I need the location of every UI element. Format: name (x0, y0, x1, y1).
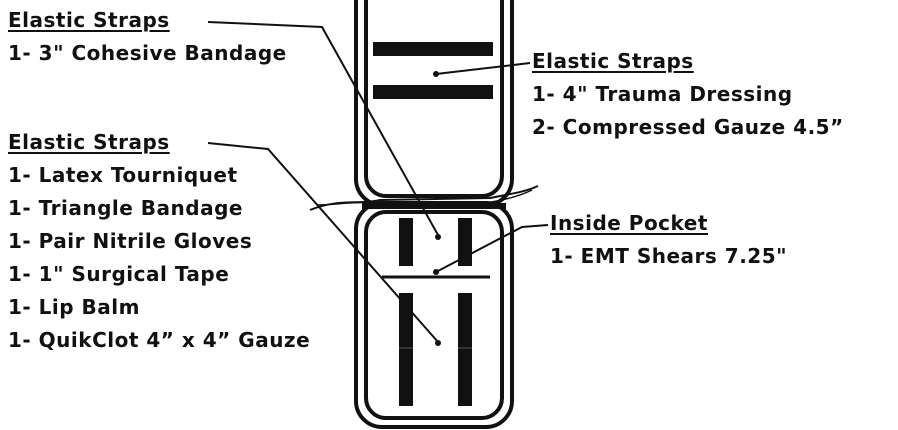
callout-lines (207, 21, 549, 343)
leader-right-top (435, 62, 531, 75)
lower-panel-inner (364, 210, 504, 420)
item-trauma-dressing: 1- 4" Trauma Dressing (532, 82, 793, 106)
item-cohesive-bandage: 1- 3" Cohesive Bandage (8, 41, 287, 65)
label-group-right-top: Elastic Straps 1- 4" Trauma Dressing 2- … (532, 45, 844, 144)
lower-strap-long-right (458, 293, 472, 406)
upper-panel-inner (364, 0, 504, 198)
label-group-top-left: Elastic Straps 1- 3" Cohesive Bandage (8, 4, 287, 70)
lower-panel-outer (354, 201, 514, 429)
upper-panel-outer (354, 0, 514, 207)
item-nitrile-gloves: 1- Pair Nitrile Gloves (8, 229, 253, 253)
heading-elastic-straps-mid-left: Elastic Straps (8, 130, 170, 154)
heading-elastic-straps-right: Elastic Straps (532, 49, 694, 73)
leader-mid-left (207, 142, 439, 343)
label-group-mid-left: Elastic Straps 1- Latex Tourniquet 1- Tr… (8, 126, 310, 357)
item-latex-tourniquet: 1- Latex Tourniquet (8, 163, 238, 187)
heading-elastic-straps-top-left: Elastic Straps (8, 8, 170, 32)
item-compressed-gauze: 2- Compressed Gauze 4.5” (532, 115, 844, 139)
lower-strap-long-left (399, 293, 413, 406)
item-lip-balm: 1- Lip Balm (8, 295, 140, 319)
item-quikclot-gauze: 1- QuikClot 4” x 4” Gauze (8, 328, 311, 352)
heading-inside-pocket: Inside Pocket (550, 211, 708, 235)
leader-top-left (207, 21, 439, 236)
label-group-right-mid: Inside Pocket 1- EMT Shears 7.25" (550, 207, 787, 273)
lower-strap-upper-left (399, 218, 413, 266)
upper-panel (354, 0, 514, 207)
leader-right-mid (435, 224, 549, 273)
upper-strap-bottom (373, 85, 493, 99)
item-emt-shears: 1- EMT Shears 7.25" (550, 244, 788, 268)
upper-strap-top (373, 42, 493, 56)
callout-dots (433, 71, 441, 346)
item-triangle-bandage: 1- Triangle Bandage (8, 196, 243, 220)
item-surgical-tape: 1- 1" Surgical Tape (8, 262, 230, 286)
lower-panel (354, 201, 514, 429)
